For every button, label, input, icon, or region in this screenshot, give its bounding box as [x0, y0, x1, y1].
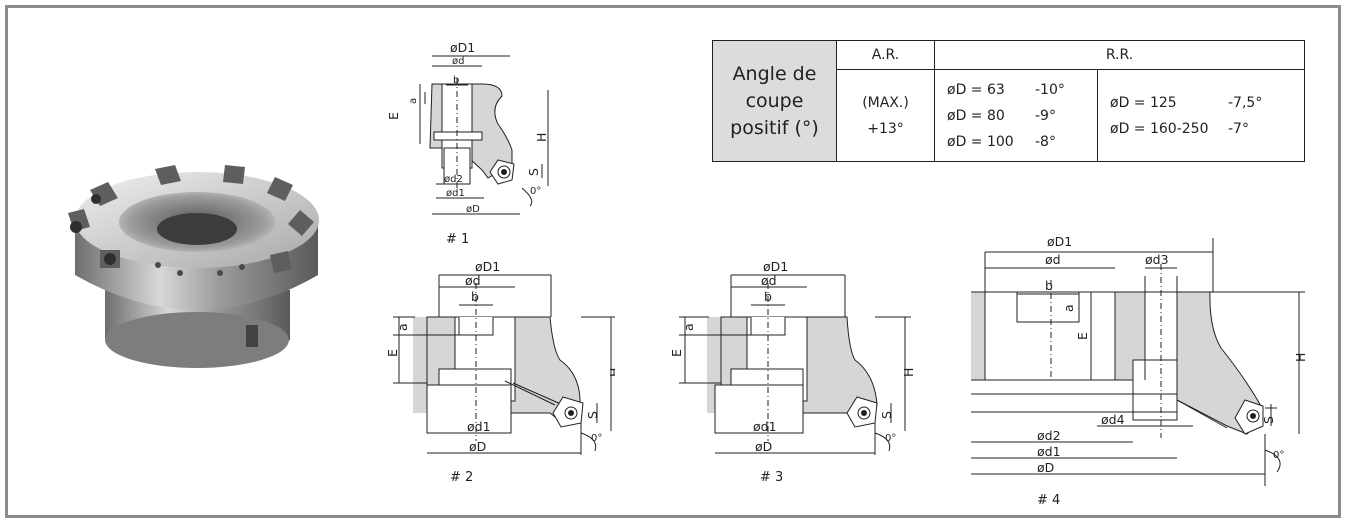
fig4-label-a: a [1061, 304, 1076, 312]
fig4-label-b: b [1045, 278, 1053, 293]
fig1-label-D: øD [466, 204, 480, 215]
fig3-label-d1: ød1 [753, 419, 777, 434]
fig1-label-E: E [386, 112, 401, 120]
fig4-caption: # 4 [1037, 493, 1060, 508]
fig2-label-b: b [471, 289, 479, 304]
rr-row: øD = 80-9° [947, 107, 1056, 124]
rr-values-col1: øD = 63-10° øD = 80-9° øD = 100-8° [934, 69, 1098, 162]
ar-value: (MAX.) +13° [836, 69, 935, 162]
fig1-label-angle: 0° [530, 186, 541, 197]
fig2-label-a: a [395, 323, 410, 331]
rake-angle-label-line2: coupe [745, 89, 804, 112]
diagram-fig4: øD1 ød ød3 b a E H S ød4 ød2 ød1 øD 0° #… [971, 234, 1308, 508]
diagram-fig2: øD1 ød b a E H S ød1 øD 0° # 2 [385, 259, 615, 485]
face-mill-photo [68, 165, 319, 368]
fig4-label-d1: ød1 [1037, 444, 1061, 459]
fig3-label-a: a [681, 323, 696, 331]
fig3-label-b: b [764, 289, 772, 304]
fig4-label-S: S [1261, 416, 1276, 424]
fig3-label-E: E [669, 349, 684, 357]
rr-values-col2: øD = 125-7,5° øD = 160-250-7° [1097, 69, 1305, 162]
diagram-fig3: øD1 ød b a E H S ød1 øD 0° # 3 [669, 259, 915, 485]
fig2-label-d1: ød1 [467, 419, 491, 434]
fig1-label-a: a [408, 98, 419, 104]
fig1-label-b: b [453, 75, 459, 86]
fig1-label-d1: ød1 [446, 188, 465, 199]
rake-angle-label: Angle de coupe positif (°) [712, 40, 837, 162]
fig2-label-d: ød [465, 273, 481, 288]
fig2-label-S: S [585, 411, 600, 419]
fig1-caption: # 1 [446, 232, 469, 247]
fig1-label-H: H [534, 133, 549, 142]
fig2-label-angle: 0° [591, 433, 602, 444]
fig4-label-D1: øD1 [1047, 234, 1072, 249]
fig1-label-S: S [526, 168, 541, 176]
fig4-label-D: øD [1037, 460, 1054, 475]
rake-angle-table: Angle de coupe positif (°) A.R. R.R. (MA… [712, 40, 1305, 162]
ar-value-line1: (MAX.) [862, 94, 909, 111]
fig2-label-D: øD [469, 439, 486, 454]
diagram-fig1: øD1 ød b a E H S ød2 ød1 øD 0° # 1 [386, 40, 549, 247]
fig2-label-H: H [607, 368, 615, 377]
rr-row: øD = 125-7,5° [1110, 94, 1263, 111]
fig4-label-d3: ød3 [1145, 252, 1169, 267]
fig4-label-H: H [1293, 353, 1308, 362]
fig1-label-D1: øD1 [450, 40, 475, 55]
fig1-label-d: ød [452, 56, 464, 67]
fig4-label-E: E [1075, 332, 1090, 340]
rake-angle-label-line3: positif (°) [730, 116, 819, 139]
fig3-caption: # 3 [760, 470, 783, 485]
fig1-label-d2: ød2 [444, 174, 463, 185]
rr-row: øD = 100-8° [947, 133, 1056, 150]
rake-angle-label-line1: Angle de [732, 62, 817, 85]
fig4-label-d2: ød2 [1037, 428, 1061, 443]
fig4-label-d: ød [1045, 252, 1061, 267]
fig4-label-angle: 0° [1273, 450, 1284, 461]
fig3-label-D: øD [755, 439, 772, 454]
fig3-label-d: ød [761, 273, 777, 288]
fig3-label-D1: øD1 [763, 259, 788, 274]
fig2-caption: # 2 [450, 470, 473, 485]
fig2-label-D1: øD1 [475, 259, 500, 274]
ar-header: A.R. [836, 40, 935, 70]
rr-header: R.R. [934, 40, 1305, 70]
fig3-label-H: H [901, 368, 915, 377]
rr-row: øD = 160-250-7° [1110, 120, 1249, 137]
fig4-label-d4: ød4 [1101, 412, 1125, 427]
fig3-label-angle: 0° [885, 433, 896, 444]
ar-value-line2: +13° [867, 120, 904, 137]
fig2-label-E: E [385, 349, 400, 357]
rr-row: øD = 63-10° [947, 81, 1065, 98]
fig3-label-S: S [879, 411, 894, 419]
